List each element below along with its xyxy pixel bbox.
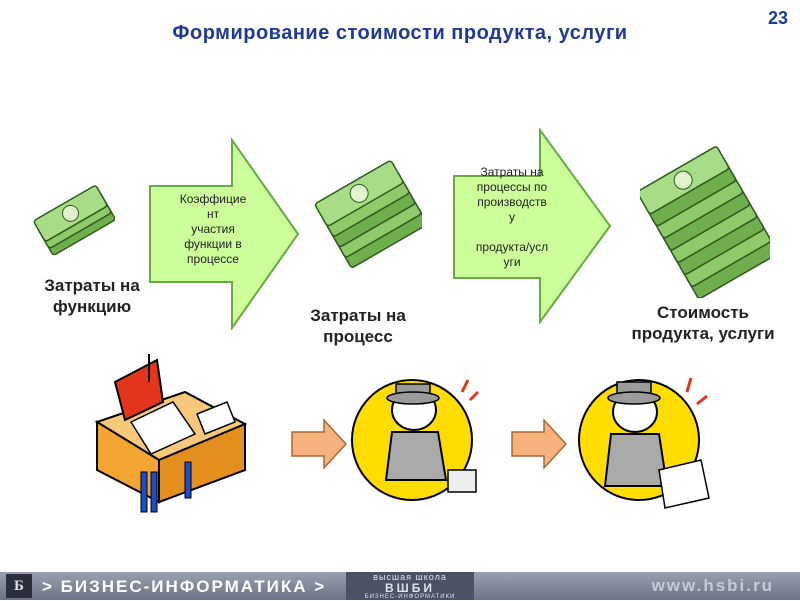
small-arrow-1-icon (291, 418, 348, 470)
running-businessman-icon (351, 379, 480, 501)
coefficient-arrow (149, 138, 300, 330)
footer-school-line3: БИЗНЕС-ИНФОРМАТИКИ (364, 594, 456, 600)
money-stack-small-icon (33, 185, 115, 256)
reading-businessman-icon (578, 377, 710, 509)
coefficient-arrow-text: Коэффицие нт участия функции в процессе (179, 192, 247, 266)
product-cost-label: Стоимость продукта, услуги (631, 303, 775, 343)
slide-title: Формирование стоимости продукта, услуги (172, 22, 628, 44)
function-costs-label: Затраты на функцию (44, 276, 140, 316)
process-costs-arrow (453, 128, 612, 324)
money-stack-medium-icon (314, 160, 422, 268)
footer-school-line1: высшая школа (373, 572, 447, 582)
money-stack-large-icon (640, 146, 770, 298)
process-costs-arrow-text: Затраты на процессы по производств у про… (475, 165, 549, 269)
footer-url-link[interactable]: www.hsbi.ru (651, 576, 774, 595)
footer-brand: > БИЗНЕС-ИНФОРМАТИКА > (42, 577, 327, 596)
footer-school-line2: ВШБИ (385, 581, 435, 595)
process-costs-label: Затраты на процесс (310, 306, 406, 346)
small-arrow-2-icon (511, 418, 568, 470)
footer-logo: Б (6, 574, 32, 598)
slide-number: 23 (767, 8, 788, 28)
footer-school-logo: высшая школа ВШБИ БИЗНЕС-ИНФОРМАТИКИ (346, 572, 474, 600)
desk-icon (94, 354, 248, 513)
